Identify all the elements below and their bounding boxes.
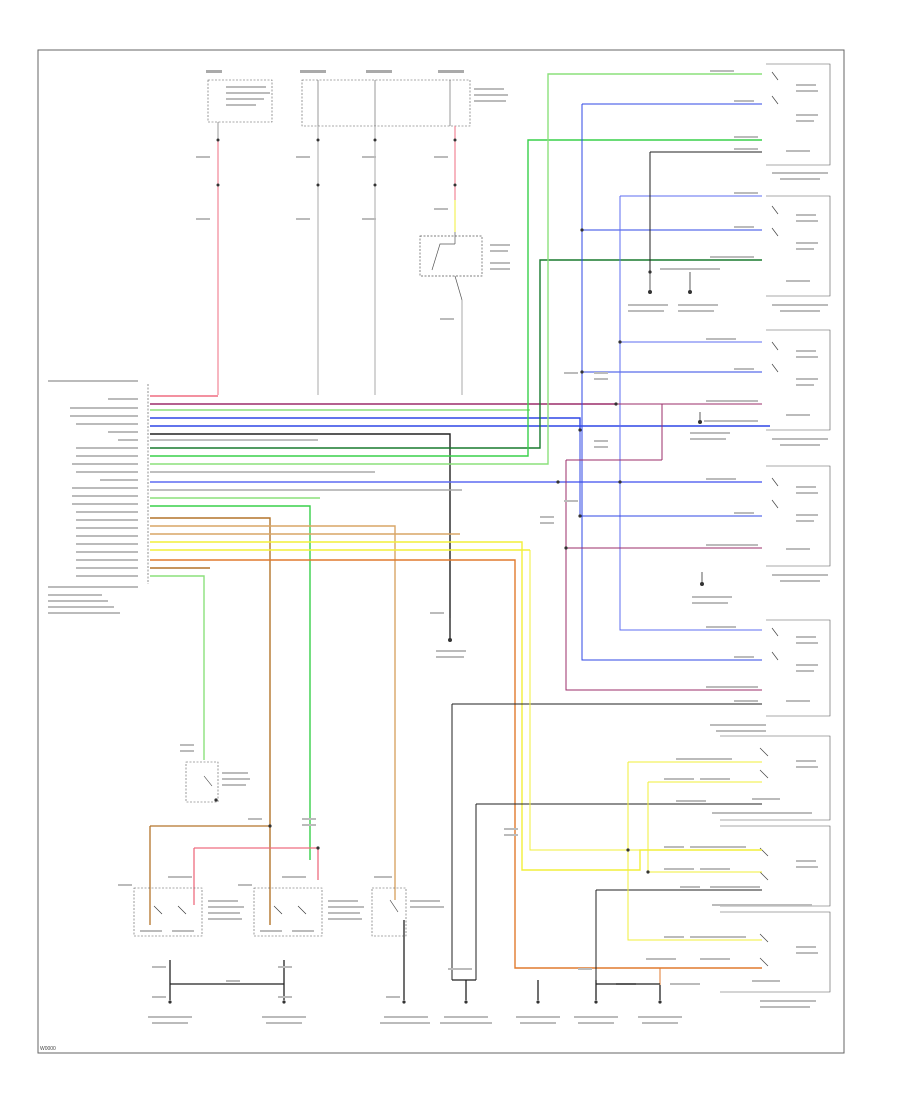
fuse-connector-dots [216, 138, 457, 187]
lower-labels [118, 744, 682, 1024]
control-unit-pin-labels [70, 398, 138, 577]
fuse-wire-tags [196, 156, 454, 320]
key-switch [419, 232, 483, 301]
lower-switch-wires [149, 825, 661, 1000]
ground-symbols-upper [447, 272, 705, 643]
right-wiring-network [451, 103, 762, 985]
actuator-switch-symbols [759, 71, 779, 967]
fuse-labels [206, 70, 508, 106]
control-unit-wires [150, 73, 770, 969]
actuator-labels [710, 84, 828, 1008]
fuse-feed-wires [217, 126, 463, 395]
network-junction-dots [556, 228, 652, 874]
control-unit [48, 380, 149, 614]
footer-code: W0000 [40, 1046, 56, 1052]
lower-ground-dots [168, 798, 662, 1004]
diagram-border [37, 49, 845, 1054]
ground-labels-upper [430, 304, 732, 658]
lower-switch-boxes [133, 761, 407, 937]
fuse-block-top [207, 79, 471, 140]
door-actuator-boxes [720, 63, 831, 993]
